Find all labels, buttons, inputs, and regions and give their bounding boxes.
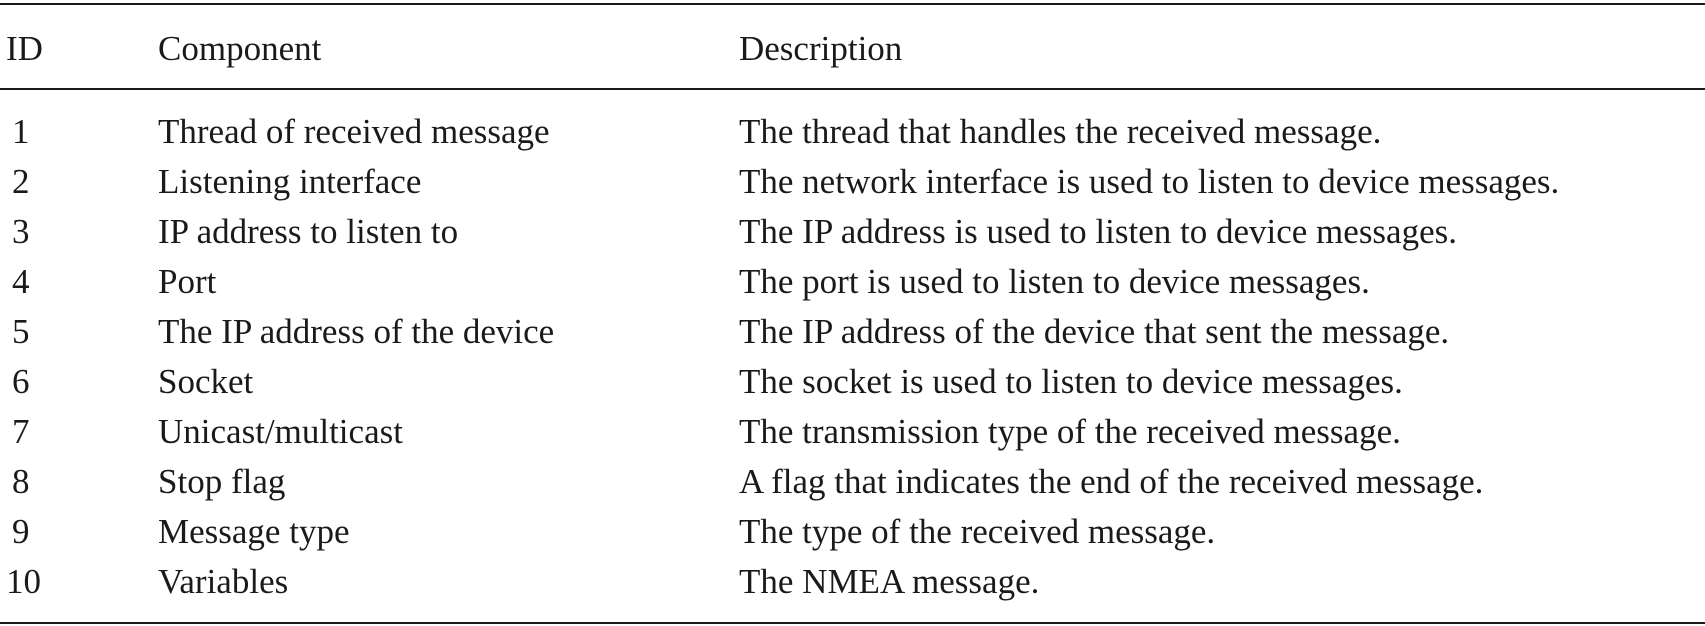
row-description: The IP address is used to listen to devi… [739,212,1457,251]
row-component: IP address to listen to [158,212,459,251]
row-id: 2 [12,162,30,201]
table-bottom-rule [0,622,1705,624]
row-component: Variables [158,562,289,601]
row-id: 8 [12,462,30,501]
row-description: The port is used to listen to device mes… [739,262,1370,301]
row-description: The transmission type of the received me… [739,412,1401,451]
row-id: 5 [12,312,30,351]
row-component: Port [158,262,217,301]
row-component: The IP address of the device [158,312,555,351]
row-component: Thread of received message [158,112,550,151]
header-component: Component [158,29,322,68]
table-top-rule [0,3,1705,5]
row-description: A flag that indicates the end of the rec… [739,462,1484,501]
row-description: The type of the received message. [739,512,1216,551]
row-id: 3 [12,212,30,251]
row-description: The IP address of the device that sent t… [739,312,1450,351]
row-id: 1 [12,112,30,151]
header-description: Description [739,29,903,68]
header-id: ID [6,29,43,68]
row-description: The thread that handles the received mes… [739,112,1382,151]
table-header-rule [0,88,1705,90]
row-description: The network interface is used to listen … [739,162,1560,201]
row-component: Listening interface [158,162,422,201]
row-id: 4 [12,262,30,301]
row-component: Message type [158,512,350,551]
row-id: 9 [12,512,30,551]
row-description: The socket is used to listen to device m… [739,362,1403,401]
row-description: The NMEA message. [739,562,1040,601]
row-id: 10 [6,562,41,601]
row-component: Stop flag [158,462,286,501]
row-id: 6 [12,362,30,401]
row-id: 7 [12,412,30,451]
row-component: Socket [158,362,254,401]
row-component: Unicast/multicast [158,412,403,451]
